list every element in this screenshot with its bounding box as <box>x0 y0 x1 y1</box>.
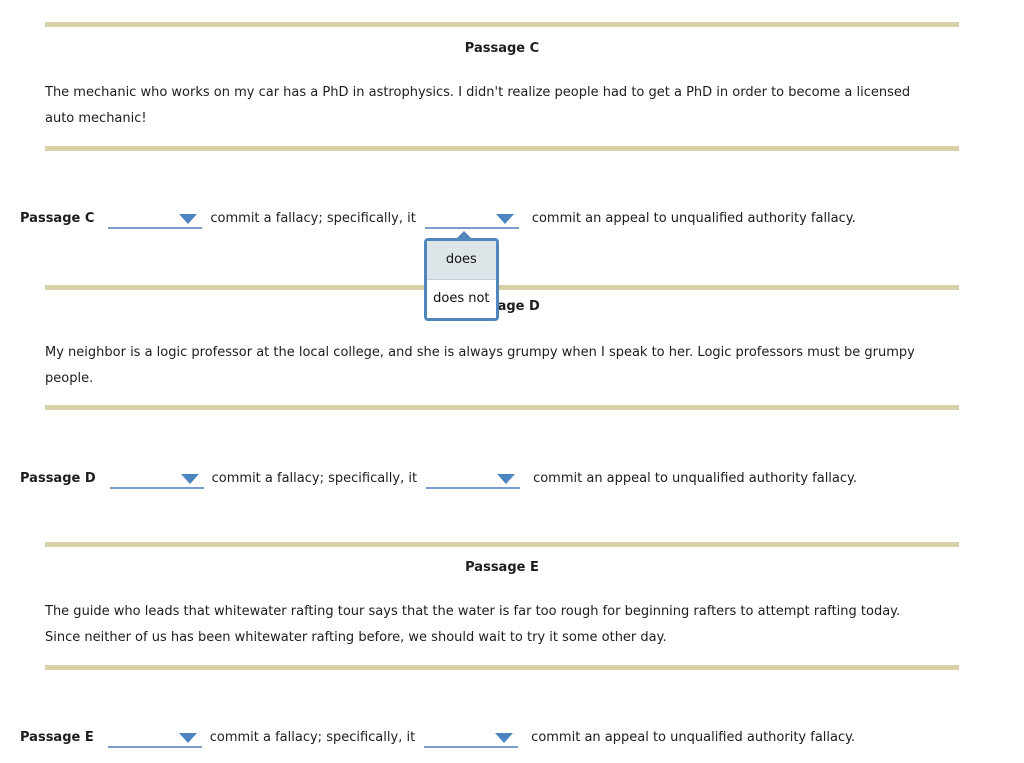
dropdown-arrow-icon <box>497 474 516 484</box>
section-divider <box>45 22 959 27</box>
passage-e-blank-2[interactable] <box>424 726 519 748</box>
question-middle-text: commit a fallacy; specifically, it <box>209 730 416 745</box>
passage-e-heading: Passage E <box>465 560 539 575</box>
question-middle-text: commit a fallacy; specifically, it <box>210 211 416 226</box>
question-end-text: commit an appeal to unqualified authorit… <box>531 211 856 226</box>
passage-d-question-label: Passage D <box>20 471 96 486</box>
section-divider <box>45 665 959 670</box>
passage-c-question-label: Passage C <box>20 211 95 226</box>
passage-e-question-label: Passage E <box>20 730 94 745</box>
question-end-text: commit an appeal to unqualified authorit… <box>533 471 858 486</box>
passage-e-question-row: Passage E commit a fallacy; specifically,… <box>20 726 855 748</box>
section-divider <box>45 285 959 290</box>
passage-c-heading: Passage C <box>464 41 540 56</box>
section-divider <box>45 405 959 410</box>
passage-d-blank-2[interactable] <box>426 467 521 489</box>
passage-c-body: The mechanic who works on my car has a P… <box>45 85 911 126</box>
passage-d-question-row: Passage D commit a fallacy; specifically,… <box>20 467 857 489</box>
question-end-text: commit an appeal to unqualified authorit… <box>531 730 856 745</box>
passage-e-blank-1[interactable] <box>107 726 202 748</box>
question-middle-text: commit a fallacy; specifically, it <box>211 471 418 486</box>
section-divider <box>45 542 959 547</box>
passage-d-body: My neighbor is a logic professor at the … <box>45 345 915 386</box>
passage-c-blank-1[interactable] <box>108 207 203 229</box>
dropdown-option-does-not[interactable]: does not <box>426 280 496 318</box>
passage-e-body: The guide who leads that whitewater raft… <box>45 604 901 645</box>
section-divider <box>45 146 959 151</box>
passage-c-question-row: Passage C commit a fallacy; specifically,… <box>20 207 856 321</box>
dropdown-arrow-icon <box>179 214 198 224</box>
passage-d-blank-1[interactable] <box>109 467 204 489</box>
dropdown-notch-icon <box>453 231 474 241</box>
dropdown-arrow-icon <box>495 733 514 743</box>
dropdown-arrow-icon <box>178 733 197 743</box>
passage-d-heading: Passage D <box>464 299 540 314</box>
dropdown-option-does[interactable]: does <box>426 241 496 280</box>
dropdown-arrow-icon <box>495 214 514 224</box>
dropdown-arrow-icon <box>180 474 199 484</box>
